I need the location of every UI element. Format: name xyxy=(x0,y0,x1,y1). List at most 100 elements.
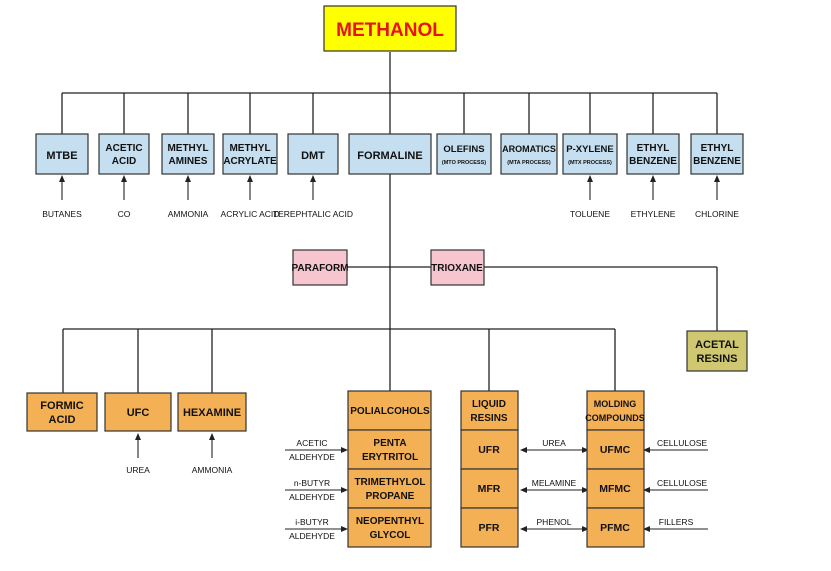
p-xylene-line1: P-XYLENE xyxy=(566,144,614,155)
feed-aldehyde-3: ALDEHYDE xyxy=(289,531,335,541)
acetal-resins-line2: RESINS xyxy=(697,353,738,365)
dmt-label: DMT xyxy=(301,150,325,162)
methyl-amines-node: METHYL AMINES xyxy=(161,133,215,175)
methyl-acrylate-node: METHYL ACRYLATE xyxy=(222,133,278,175)
formic-acid-node: FORMIC ACID xyxy=(26,392,98,432)
top-products: MTBE ACETIC ACID METHYL AMINES METHYL AC… xyxy=(35,133,744,175)
link-phenol: PHENOL xyxy=(537,517,572,527)
aromatics-line2: (MTA PROCESS) xyxy=(507,160,551,166)
aromatics-line1: AROMATICS xyxy=(502,144,556,154)
feed-n-butyr: n-BUTYR xyxy=(294,478,330,488)
trioxane-node: TRIOXANE xyxy=(430,249,485,286)
mfmc-node: MFMC xyxy=(586,468,645,509)
acetic-acid-node: ACETIC ACID xyxy=(98,133,150,175)
liquid-resins-line1: LIQUID xyxy=(472,399,506,410)
ufmc-label: UFMC xyxy=(600,444,631,456)
methyl-amines-line1: METHYL xyxy=(167,143,208,154)
feed-acrylic-acid: ACRYLIC ACID xyxy=(221,209,280,219)
ethyl-benzene-node-1: ETHYL BENZENE xyxy=(626,133,680,175)
link-melamine: MELAMINE xyxy=(532,478,577,488)
feed-co: CO xyxy=(118,209,131,219)
mtbe-node: MTBE xyxy=(35,133,89,175)
penta-erytritol-line2: ERYTRITOL xyxy=(362,452,418,463)
ufr-label: UFR xyxy=(478,444,500,456)
olefins-line2: (MTO PROCESS) xyxy=(442,160,486,166)
methanol-node: METHANOL xyxy=(323,5,457,52)
formaline-node: FORMALINE xyxy=(348,133,432,175)
aromatics-node: AROMATICS (MTA PROCESS) xyxy=(500,133,558,175)
dmt-node: DMT xyxy=(287,133,339,175)
ethyl-benzene-2-line1: ETHYL xyxy=(701,143,734,154)
methanol-label: METHANOL xyxy=(336,20,444,41)
feed-urea: UREA xyxy=(126,465,150,475)
mtbe-label: MTBE xyxy=(46,150,77,162)
feed-i-butyr: i-BUTYR xyxy=(295,517,329,527)
acetal-resins-line1: ACETAL xyxy=(695,339,739,351)
pfmc-label: PFMC xyxy=(600,522,630,534)
ethyl-benzene-node-2: ETHYL BENZENE xyxy=(690,133,744,175)
trimethylol-propane-line1: TRIMETHYLOL xyxy=(354,477,425,488)
molding-compounds-line2: COMPOUNDS xyxy=(585,413,645,423)
feed-aldehyde-1: ALDEHYDE xyxy=(289,452,335,462)
hexamine-node: HEXAMINE xyxy=(177,392,247,432)
pfmc-node: PFMC xyxy=(586,507,645,548)
liquid-resins-column: LIQUID RESINS UFR MFR PFR xyxy=(460,390,519,548)
feed-ethylene: ETHYLENE xyxy=(631,209,676,219)
p-xylene-node: P-XYLENE (MTX PROCESS) xyxy=(562,133,618,175)
pfr-label: PFR xyxy=(479,522,500,534)
ethyl-benzene-1-line2: BENZENE xyxy=(629,156,677,167)
mfr-node: MFR xyxy=(460,468,519,509)
olefins-node: OLEFINS (MTO PROCESS) xyxy=(436,133,492,175)
neopenthyl-glycol-line2: GLYCOL xyxy=(370,530,411,541)
polialcohols-column: POLIALCOHOLS PENTA ERYTRITOL TRIMETHYLOL… xyxy=(289,390,432,548)
liquid-resins-header-node: LIQUID RESINS xyxy=(460,390,519,431)
liquid-resins-line2: RESINS xyxy=(470,413,508,424)
penta-erytritol-node: PENTA ERYTRITOL xyxy=(347,429,432,470)
hexamine-label: HEXAMINE xyxy=(183,407,241,419)
ethyl-benzene-1-line1: ETHYL xyxy=(637,143,670,154)
ethyl-benzene-2-line2: BENZENE xyxy=(693,156,741,167)
feed-fillers: FILLERS xyxy=(659,517,694,527)
molding-compounds-line1: MOLDING xyxy=(594,399,637,409)
feed-arrows xyxy=(59,175,720,532)
link-urea: UREA xyxy=(542,438,566,448)
feed-butanes: BUTANES xyxy=(42,209,82,219)
neopenthyl-glycol-node: NEOPENTHYL GLYCOL xyxy=(347,507,432,548)
ufc-node: UFC xyxy=(104,392,172,432)
paraform-label: PARAFORM xyxy=(291,263,348,274)
ufr-node: UFR xyxy=(460,429,519,470)
molding-compounds-column: MOLDING COMPOUNDS UFMC MFMC PFMC CELLULO… xyxy=(585,390,707,548)
methyl-amines-line2: AMINES xyxy=(169,156,208,167)
acetic-acid-line2: ACID xyxy=(112,156,136,167)
acetic-acid-line1: ACETIC xyxy=(105,143,142,154)
feed-cellulose-2: CELLULOSE xyxy=(657,478,707,488)
polialcohols-header-node: POLIALCOHOLS xyxy=(347,390,432,431)
feed-aldehyde-2: ALDEHYDE xyxy=(289,492,335,502)
ufc-label: UFC xyxy=(127,407,150,419)
p-xylene-line2: (MTX PROCESS) xyxy=(568,160,612,166)
methyl-acrylate-line1: METHYL xyxy=(229,143,270,154)
molding-compounds-header-node: MOLDING COMPOUNDS xyxy=(585,390,645,431)
formic-acid-line1: FORMIC xyxy=(40,400,83,412)
connector-lines xyxy=(61,52,718,393)
paraform-node: PARAFORM xyxy=(291,249,349,286)
polialcohols-header: POLIALCOHOLS xyxy=(350,406,430,417)
feed-toluene: TOLUENE xyxy=(570,209,610,219)
trimethylol-propane-node: TRIMETHYLOL PROPANE xyxy=(347,468,432,509)
penta-erytritol-line1: PENTA xyxy=(373,438,406,449)
feed-terephtalic-acid: TEREPHTALIC ACID xyxy=(273,209,353,219)
feed-chlorine: CHLORINE xyxy=(695,209,739,219)
pfr-node: PFR xyxy=(460,507,519,548)
trioxane-label: TRIOXANE xyxy=(431,263,483,274)
mfmc-label: MFMC xyxy=(599,483,631,495)
acetal-resins-node: ACETAL RESINS xyxy=(686,330,748,372)
ufmc-node: UFMC xyxy=(586,429,645,470)
feed-ammonia: AMMONIA xyxy=(168,209,209,219)
feed-cellulose-1: CELLULOSE xyxy=(657,438,707,448)
formaline-label: FORMALINE xyxy=(357,150,422,162)
methyl-acrylate-line2: ACRYLATE xyxy=(223,156,277,167)
olefins-line1: OLEFINS xyxy=(443,144,484,155)
mfr-label: MFR xyxy=(478,483,501,495)
trimethylol-propane-line2: PROPANE xyxy=(366,491,415,502)
